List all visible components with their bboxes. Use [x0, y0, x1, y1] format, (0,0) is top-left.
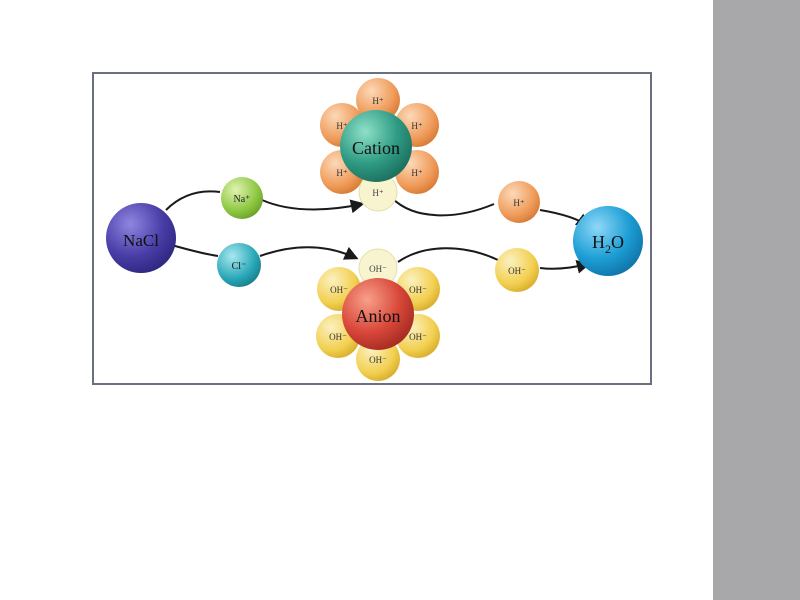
arrow-cation-to-h	[391, 197, 495, 217]
sodium-ion: Na⁺	[221, 177, 263, 219]
ion-exchange-diagram-frame: NaCl Na⁺ Cl⁻ H⁺ H⁺ H⁺ H⁺ H⁺ H⁺ Cation OH…	[92, 72, 652, 385]
released-hydroxide-ion: OH⁻	[495, 248, 539, 292]
svg-text:OH⁻: OH⁻	[409, 332, 427, 342]
water-label: H2O	[592, 232, 624, 256]
svg-text:OH⁻: OH⁻	[329, 332, 347, 342]
arrow-anion-to-oh	[397, 247, 499, 263]
arrow-oh-to-h2o	[539, 259, 591, 274]
arrow-nacl-to-cl	[167, 243, 219, 257]
water-molecule: H2O	[573, 206, 643, 276]
chloride-ion: Cl⁻	[217, 243, 261, 287]
svg-text:H⁺: H⁺	[372, 188, 383, 198]
svg-text:H⁺: H⁺	[336, 168, 347, 178]
anion-resin: OH⁻ OH⁻ OH⁻ OH⁻ OH⁻ OH⁻ Anion	[316, 248, 440, 381]
cation-label: Cation	[352, 138, 400, 158]
chloride-ion-label: Cl⁻	[232, 261, 247, 272]
arrow-nacl-to-na	[165, 190, 221, 211]
arrow-cl-to-anion	[259, 246, 359, 260]
released-hydrogen-ion-label: H⁺	[513, 198, 524, 208]
svg-text:OH⁻: OH⁻	[409, 285, 427, 295]
anion-label: Anion	[356, 306, 401, 326]
sidebar-panel	[713, 0, 800, 600]
svg-text:H⁺: H⁺	[411, 168, 422, 178]
svg-text:OH⁻: OH⁻	[369, 355, 387, 365]
ion-exchange-diagram: NaCl Na⁺ Cl⁻ H⁺ H⁺ H⁺ H⁺ H⁺ H⁺ Cation OH…	[106, 78, 643, 381]
released-hydroxide-ion-label: OH⁻	[508, 266, 526, 276]
nacl-molecule: NaCl	[106, 203, 176, 273]
arrow-na-to-cation	[261, 199, 365, 214]
svg-text:H⁺: H⁺	[411, 121, 422, 131]
svg-text:OH⁻: OH⁻	[330, 285, 348, 295]
cation-resin: H⁺ H⁺ H⁺ H⁺ H⁺ H⁺ Cation	[320, 78, 439, 212]
h-petal: H⁺	[356, 78, 400, 122]
released-hydrogen-ion: H⁺	[498, 181, 540, 223]
svg-text:H⁺: H⁺	[336, 121, 347, 131]
svg-text:OH⁻: OH⁻	[369, 264, 387, 274]
svg-text:H⁺: H⁺	[372, 96, 383, 106]
sodium-ion-label: Na⁺	[234, 194, 251, 205]
nacl-label: NaCl	[123, 231, 159, 250]
